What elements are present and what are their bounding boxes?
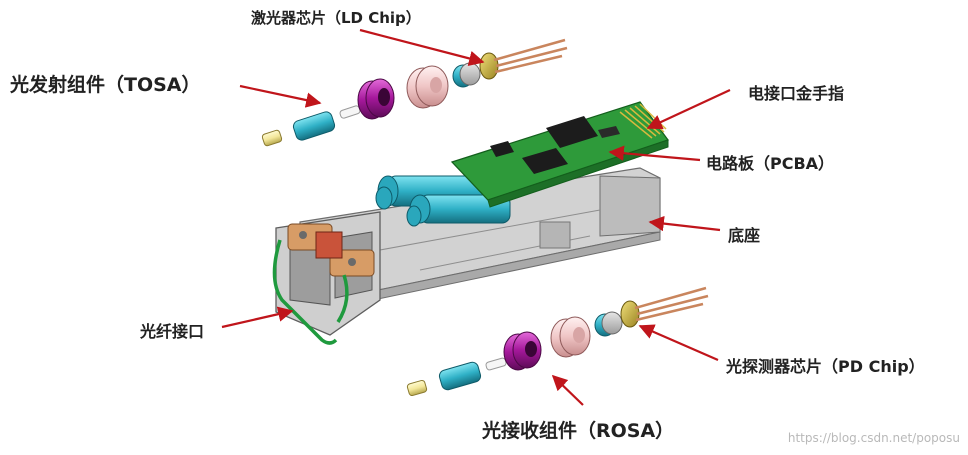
- arrow-ld-chip: [359, 28, 485, 66]
- arrow-rosa: [551, 374, 584, 406]
- arrow-fiber-interface: [221, 306, 294, 329]
- arrow-pd-chip: [638, 324, 719, 362]
- base-housing: [299, 167, 661, 309]
- label-tosa: 光发射组件（TOSA）: [10, 74, 201, 96]
- tosa-parts: [261, 38, 568, 147]
- label-base: 底座: [728, 226, 761, 245]
- housing-optical-ports: [375, 175, 511, 227]
- fiber-interface-cage: [272, 211, 381, 345]
- arrow-tosa: [239, 84, 322, 108]
- label-pcba: 电路板（PCBA）: [706, 154, 835, 173]
- arrow-base: [648, 215, 721, 232]
- label-rosa: 光接收组件（ROSA）: [482, 420, 675, 442]
- arrow-gold-finger: [646, 89, 731, 130]
- arrow-pcba: [608, 145, 701, 162]
- callout-arrows: [221, 28, 731, 406]
- label-ld-chip: 激光器芯片（LD Chip）: [251, 9, 421, 27]
- rosa-parts: [406, 286, 709, 397]
- label-gold-finger: 电接口金手指: [748, 84, 845, 103]
- label-pd-chip: 光探测器芯片（PD Chip）: [726, 357, 925, 376]
- watermark-url: https://blog.csdn.net/poposu: [787, 431, 960, 445]
- label-fiber-interface: 光纤接口: [140, 322, 205, 341]
